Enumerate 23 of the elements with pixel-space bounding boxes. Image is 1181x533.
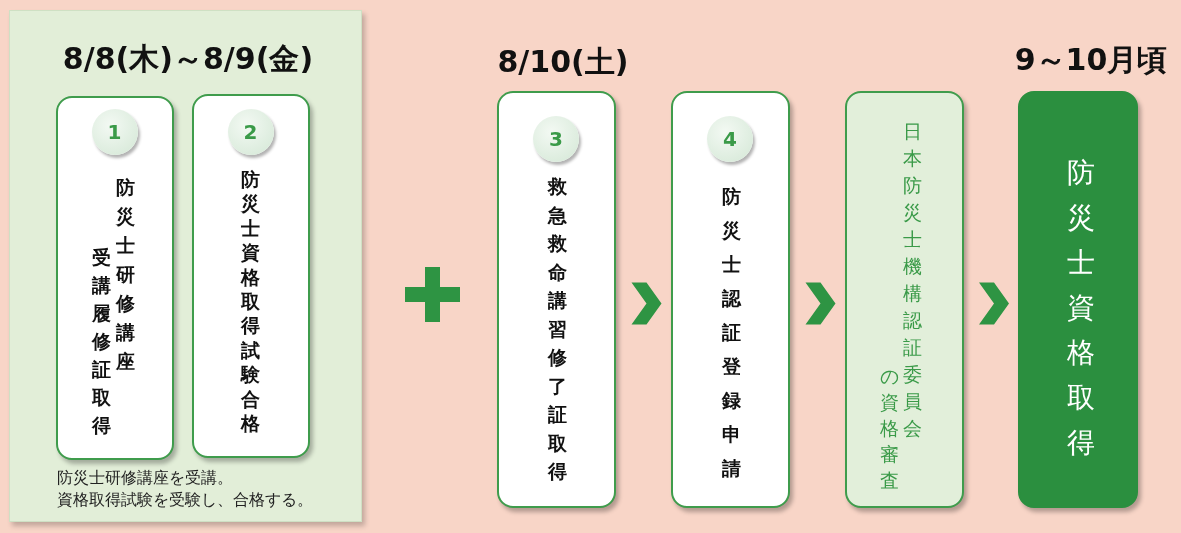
chevron-arrow bbox=[805, 282, 836, 325]
step-card bbox=[192, 94, 310, 458]
step-card bbox=[497, 91, 616, 508]
step-card bbox=[671, 91, 790, 508]
note-text: 防災士研修講座を受講。資格取得試験を受験し、合格する。 bbox=[57, 469, 313, 509]
date-heading: 8/8(木)～8/9(金) bbox=[62, 41, 314, 77]
date-heading: 8/10(土) bbox=[497, 44, 629, 80]
date-heading: 9～10月頃 bbox=[1014, 42, 1168, 78]
chevron-arrow bbox=[979, 282, 1009, 325]
step-text: 防災士資格取得試験合格 bbox=[241, 168, 260, 435]
step-number: 4 bbox=[707, 116, 753, 162]
step-text: 防災士資格取得 bbox=[1066, 155, 1095, 460]
step-card bbox=[56, 96, 174, 460]
step-text: 日本防災士機構認証委員会の資格審査 bbox=[880, 120, 922, 492]
step-number: 3 bbox=[533, 116, 579, 162]
step-text: 防災士認証登録申請 bbox=[722, 185, 741, 480]
result-card bbox=[1018, 91, 1138, 508]
chevron-arrow bbox=[631, 282, 662, 325]
panel bbox=[9, 10, 362, 522]
review-card bbox=[845, 91, 964, 508]
step-number: 2 bbox=[227, 109, 274, 155]
step-text: 救急救命講習修了証取得 bbox=[548, 175, 567, 483]
step-number: 1 bbox=[91, 109, 138, 155]
